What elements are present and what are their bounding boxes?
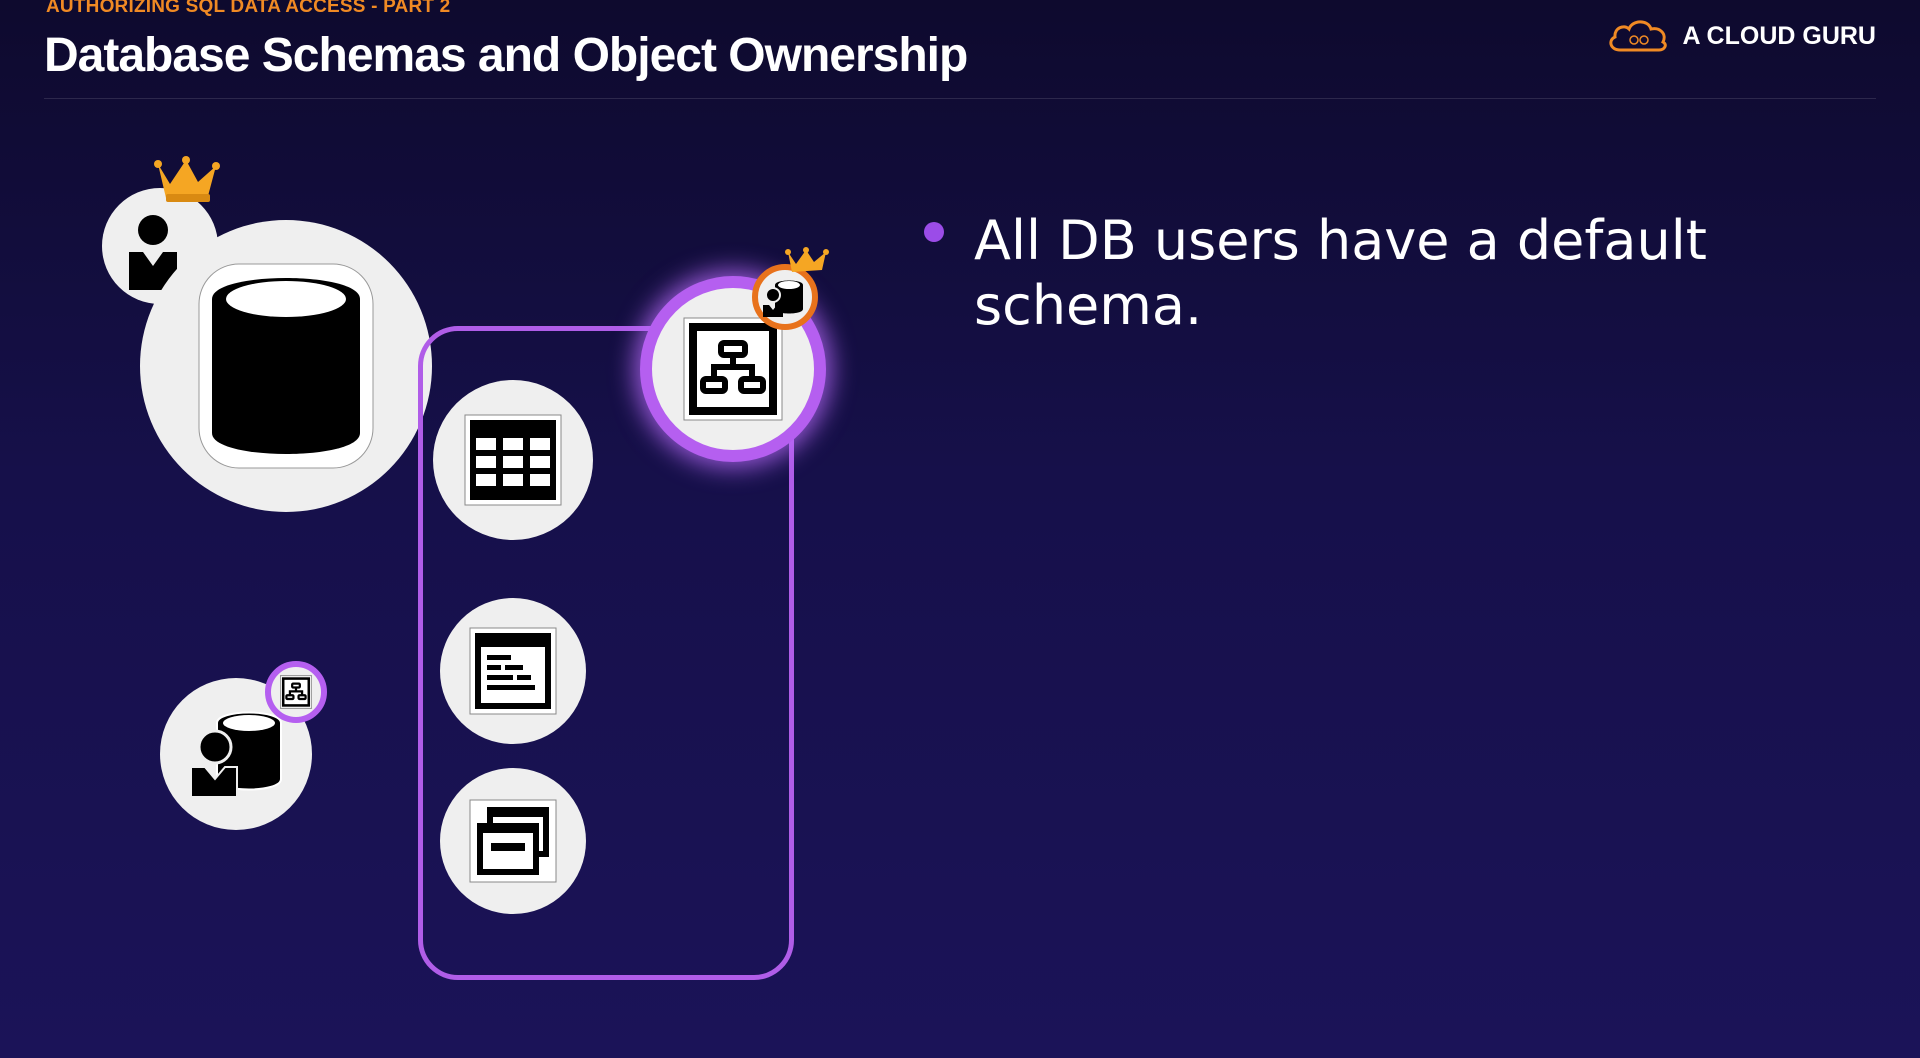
owner-user-circle [102, 188, 218, 304]
bullet-text: All DB users have a default schema. [974, 209, 1707, 337]
brand-name: A CLOUD GURU [1682, 21, 1876, 50]
schema-container [418, 326, 794, 980]
crown-icon [785, 247, 829, 272]
view-circle [440, 598, 586, 744]
bullet-item: All DB users have a default schema. [924, 208, 1804, 338]
schema-owner-badge [752, 264, 818, 330]
brand-logo: A CLOUD GURU [1606, 16, 1876, 56]
header-divider [44, 98, 1876, 99]
crown-icon [154, 156, 220, 202]
schema-icon [280, 675, 312, 709]
bullet-dot [924, 222, 944, 242]
table-icon [464, 414, 562, 506]
procedure-circle [440, 768, 586, 914]
stored-procedure-icon [469, 799, 557, 883]
user-icon [129, 215, 177, 290]
schema-circle [640, 276, 826, 462]
slide-title: Database Schemas and Object Ownership [44, 29, 968, 82]
bullet-list: All DB users have a default schema. [924, 208, 1804, 338]
default-schema-badge [265, 661, 327, 723]
slide-eyebrow: AUTHORIZING SQL DATA ACCESS - PART 2 [46, 0, 451, 17]
schema-icon [683, 317, 783, 421]
view-icon [469, 627, 557, 715]
table-circle [433, 380, 593, 540]
cloud-icon [1609, 20, 1668, 52]
database-user-icon [190, 711, 282, 798]
database-user-icon [763, 280, 803, 317]
database-circle [140, 220, 432, 512]
database-icon [198, 263, 374, 469]
